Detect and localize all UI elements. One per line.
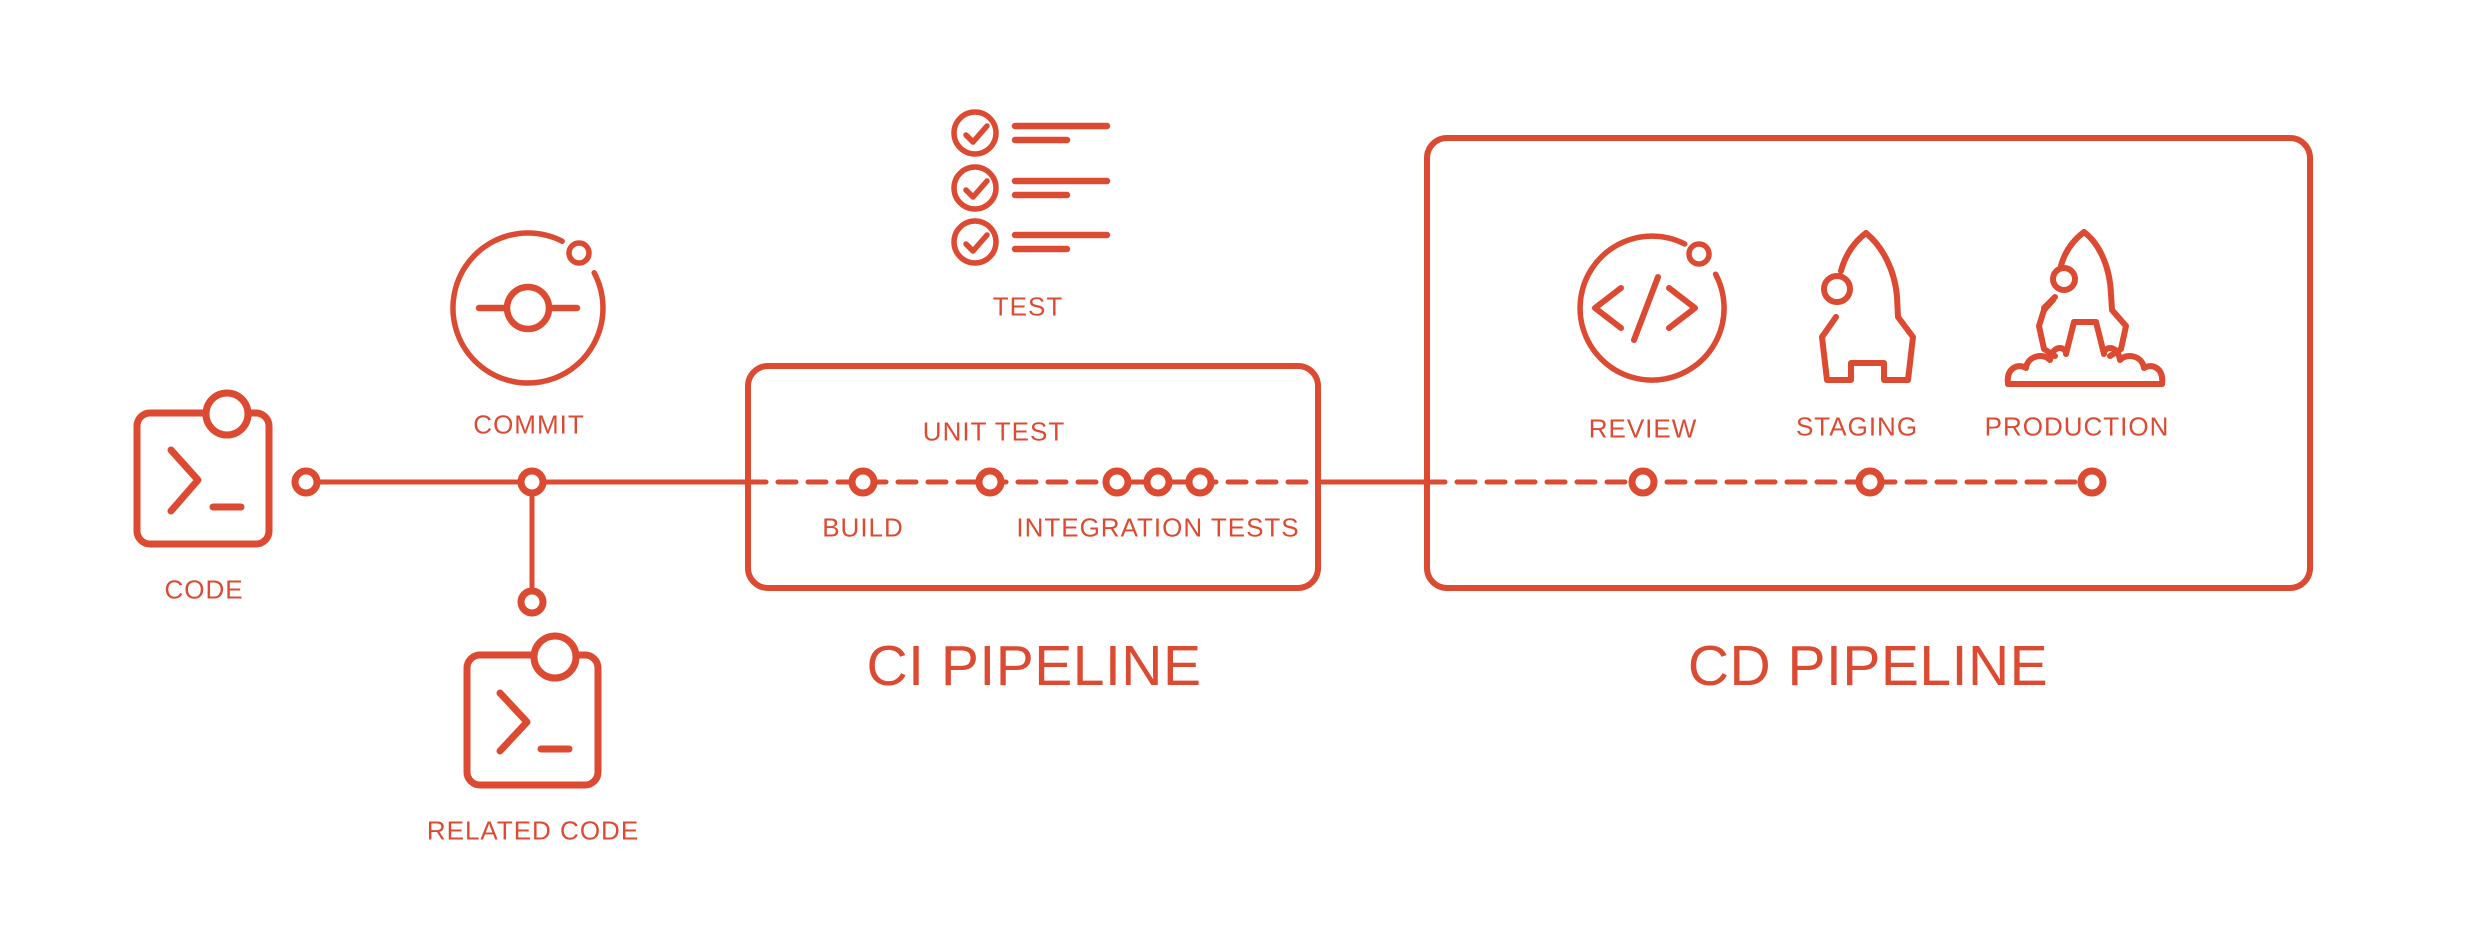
checklist-row xyxy=(951,109,1111,157)
build-label: BUILD xyxy=(822,512,904,543)
node-integration-1 xyxy=(1102,467,1132,497)
node-review xyxy=(1628,467,1658,497)
node-code xyxy=(291,467,321,497)
related-code-icon xyxy=(463,632,602,789)
node-unit-test xyxy=(975,467,1005,497)
unit-test-label: UNIT TEST xyxy=(922,416,1066,447)
node-integration-3 xyxy=(1185,467,1215,497)
launch-clouds xyxy=(2004,345,2166,387)
rocket-icon xyxy=(1819,230,1916,383)
integration-tests-label: INTEGRATION TESTS xyxy=(1016,512,1300,543)
cd-pipeline-title: CD PIPELINE xyxy=(1687,634,2049,698)
production-label: PRODUCTION xyxy=(1984,411,2170,442)
code-icon xyxy=(133,389,273,548)
review-label: REVIEW xyxy=(1588,413,1698,444)
checklist-icon xyxy=(951,109,1111,266)
checklist-row xyxy=(951,164,1111,212)
commit-label: COMMIT xyxy=(473,409,585,440)
code-review-icon xyxy=(1577,233,1727,383)
node-build xyxy=(848,467,878,497)
code-label: CODE xyxy=(164,574,244,605)
node-commit xyxy=(517,467,547,497)
checklist-row xyxy=(951,218,1111,266)
ci-pipeline-box xyxy=(745,363,1321,591)
commit-icon xyxy=(450,230,606,386)
test-label: TEST xyxy=(992,291,1064,322)
cd-pipeline-box xyxy=(1424,135,2313,591)
related-code-label: RELATED CODE xyxy=(426,815,640,846)
node-related-code xyxy=(517,587,547,617)
pipeline-nodes xyxy=(291,467,2107,617)
ci-pipeline-title: CI PIPELINE xyxy=(866,634,1202,698)
node-integration-2 xyxy=(1143,467,1173,497)
node-production xyxy=(2077,467,2107,497)
staging-label: STAGING xyxy=(1795,411,1919,442)
node-staging xyxy=(1855,467,1885,497)
rocket-exhaust xyxy=(2063,319,2107,357)
rocket-launch-icon xyxy=(2004,229,2166,387)
